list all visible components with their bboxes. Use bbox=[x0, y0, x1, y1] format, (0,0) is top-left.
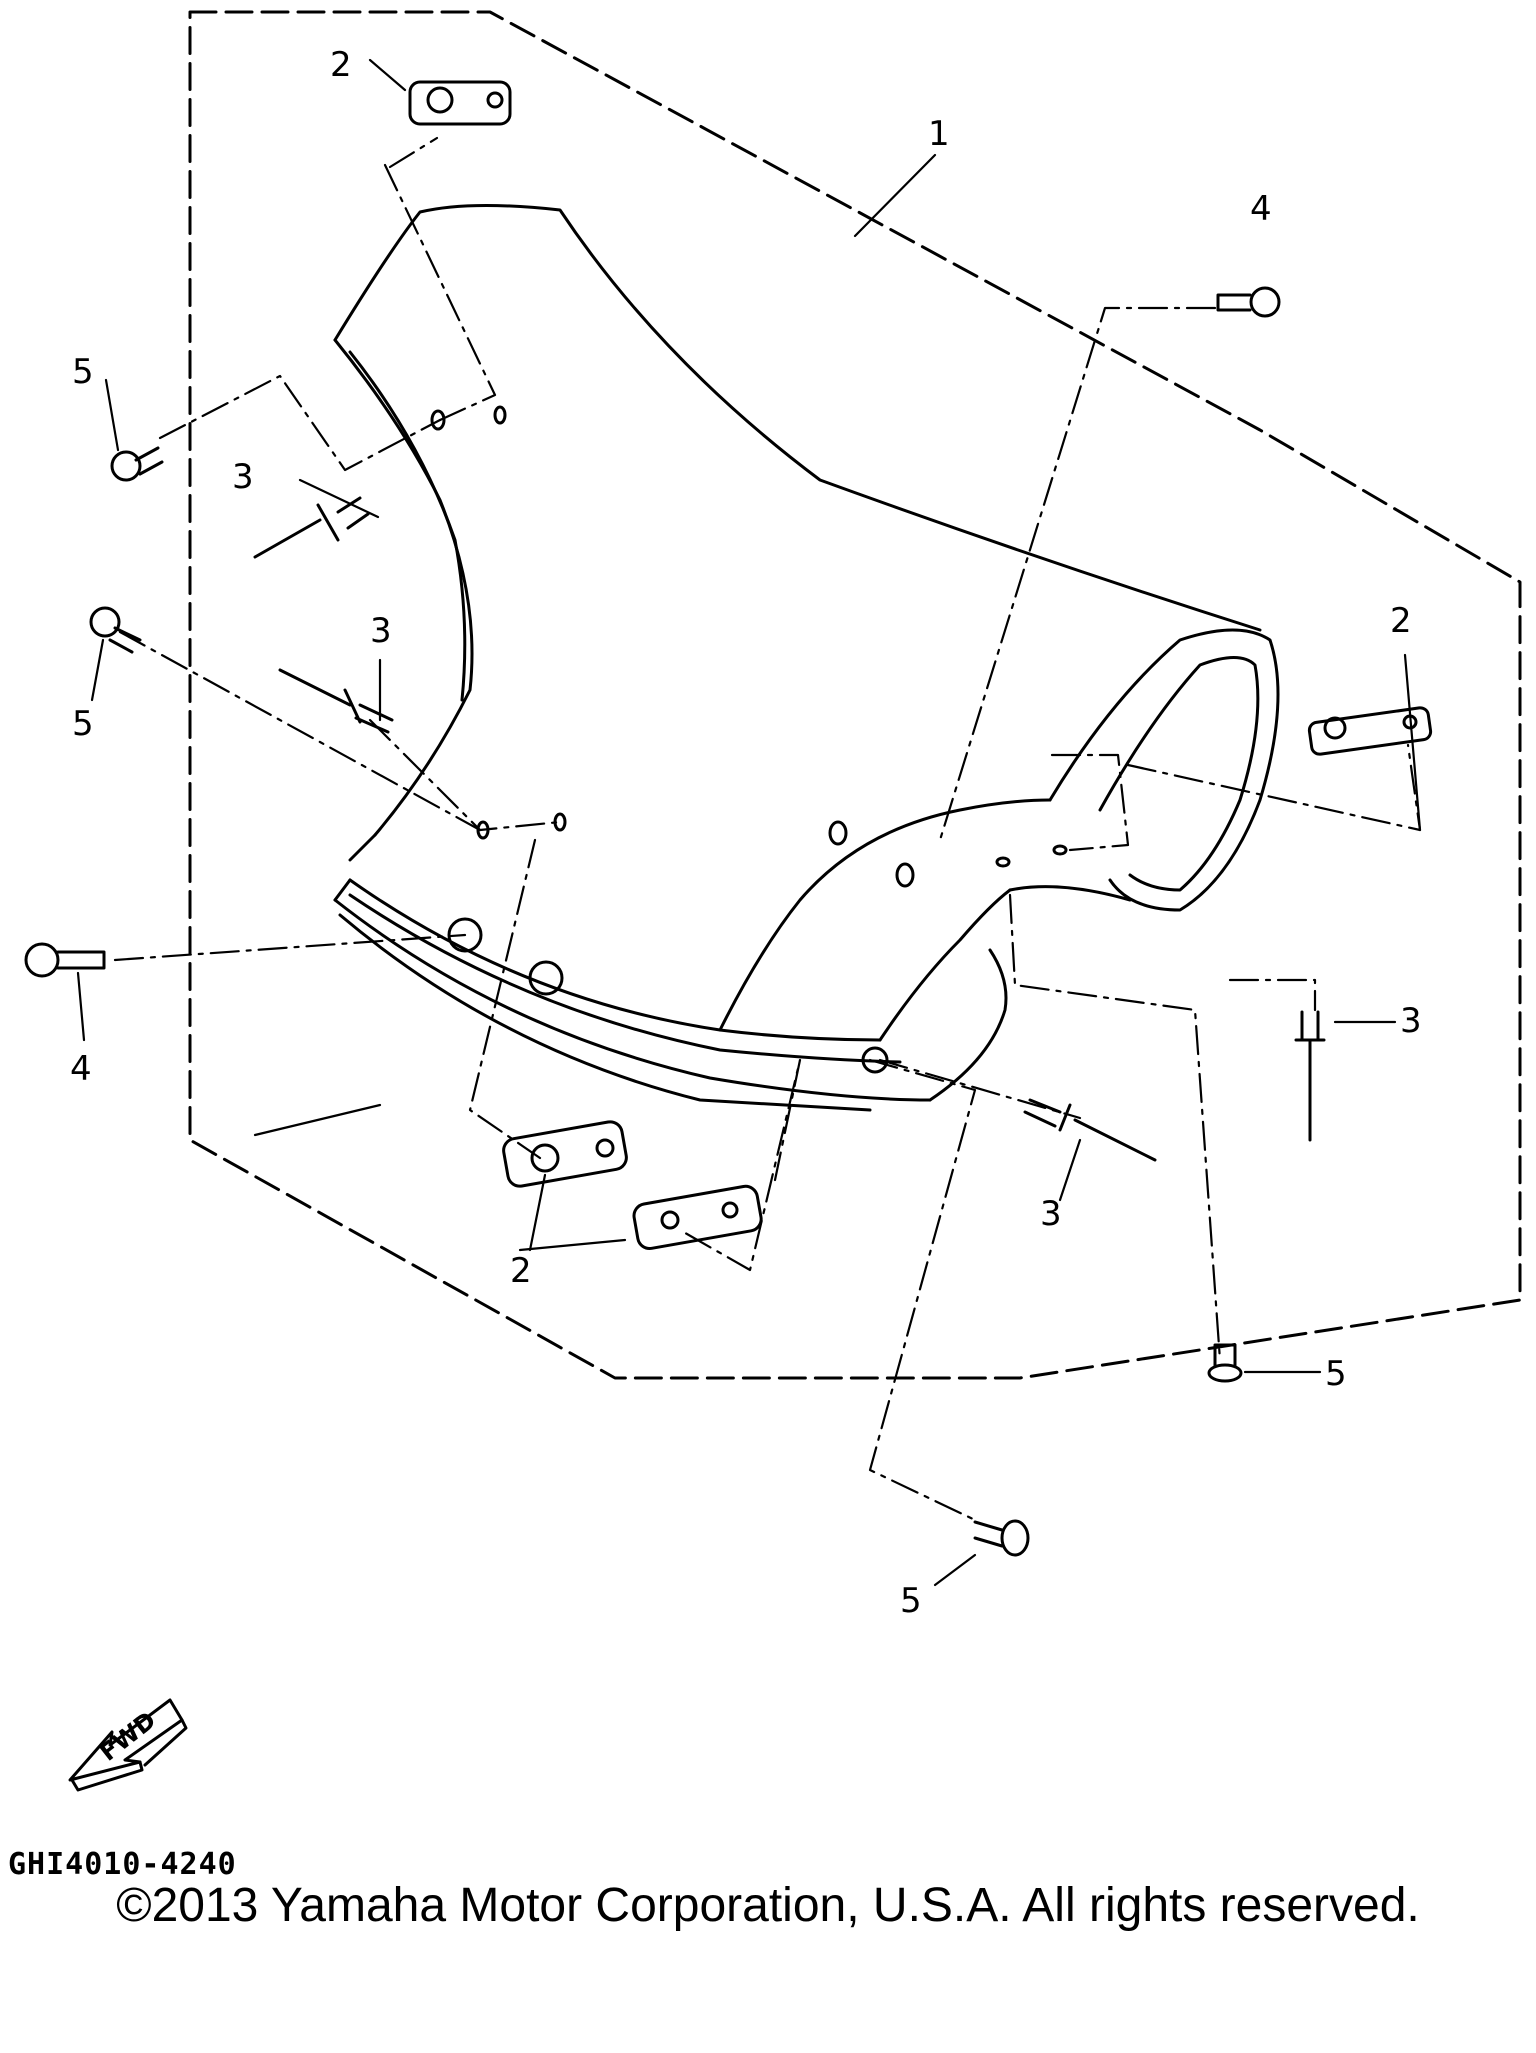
callout-3: 3 bbox=[1400, 1001, 1422, 1041]
callout-1: 1 bbox=[928, 114, 950, 154]
callout-2: 2 bbox=[330, 45, 352, 85]
fwd-arrow bbox=[68, 1698, 188, 1792]
leader-lines bbox=[113, 136, 1422, 1522]
callout-3: 3 bbox=[370, 611, 392, 651]
screw-part-5 bbox=[89, 446, 1243, 1557]
callout-leaders bbox=[76, 58, 1422, 1587]
cowling-body bbox=[333, 203, 1280, 1112]
callout-5: 5 bbox=[1325, 1354, 1347, 1394]
callout-3: 3 bbox=[232, 457, 254, 497]
callout-3: 3 bbox=[1040, 1194, 1062, 1234]
plate-part-2 bbox=[408, 80, 1433, 1251]
drawing-code: GHI4010-4240 bbox=[8, 1847, 237, 1882]
callout-4: 4 bbox=[70, 1049, 92, 1089]
callout-2: 2 bbox=[510, 1251, 532, 1291]
rivet-part-3 bbox=[253, 496, 1326, 1162]
copyright-notice: ©2013 Yamaha Motor Corporation, U.S.A. A… bbox=[116, 1879, 1420, 1932]
callout-5: 5 bbox=[900, 1581, 922, 1621]
assembly-boundary bbox=[188, 10, 1522, 1380]
callout-5: 5 bbox=[72, 704, 94, 744]
callout-labels: 1 2 2 2 3 3 3 3 4 4 5 5 5 5 bbox=[70, 45, 1422, 1621]
bolt-part-4 bbox=[24, 286, 1281, 978]
callout-2: 2 bbox=[1390, 601, 1412, 641]
callout-4: 4 bbox=[1250, 189, 1272, 229]
callout-5: 5 bbox=[72, 352, 94, 392]
